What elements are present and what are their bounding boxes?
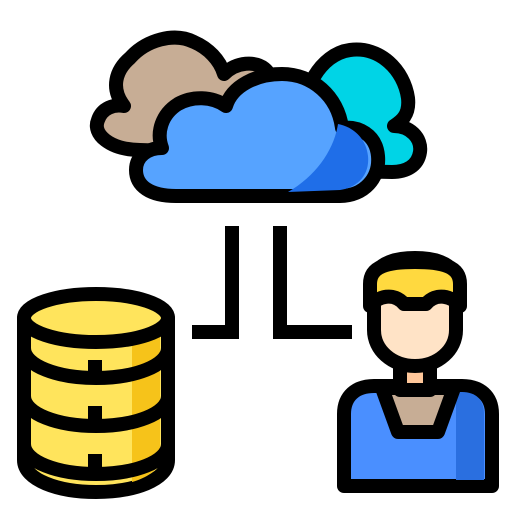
user-shirt-shade: [456, 392, 484, 480]
user-hair: [363, 255, 467, 313]
database-indicator-3: [88, 454, 102, 468]
database-band-1: [17, 346, 175, 386]
database-band-3: [17, 442, 175, 482]
cloud-cluster: [89, 30, 428, 203]
database-indicator-1: [88, 360, 102, 374]
cloud-blue: [129, 67, 386, 203]
database-indicator-2: [88, 406, 102, 420]
database: [17, 287, 175, 499]
connector-left-line: [192, 226, 239, 339]
user: [337, 251, 499, 493]
connector-lines: [192, 226, 352, 339]
database-top: [17, 287, 175, 349]
cloud-blue-shade: [288, 124, 369, 192]
database-band-2: [17, 394, 175, 434]
connector-right-line: [273, 226, 352, 339]
